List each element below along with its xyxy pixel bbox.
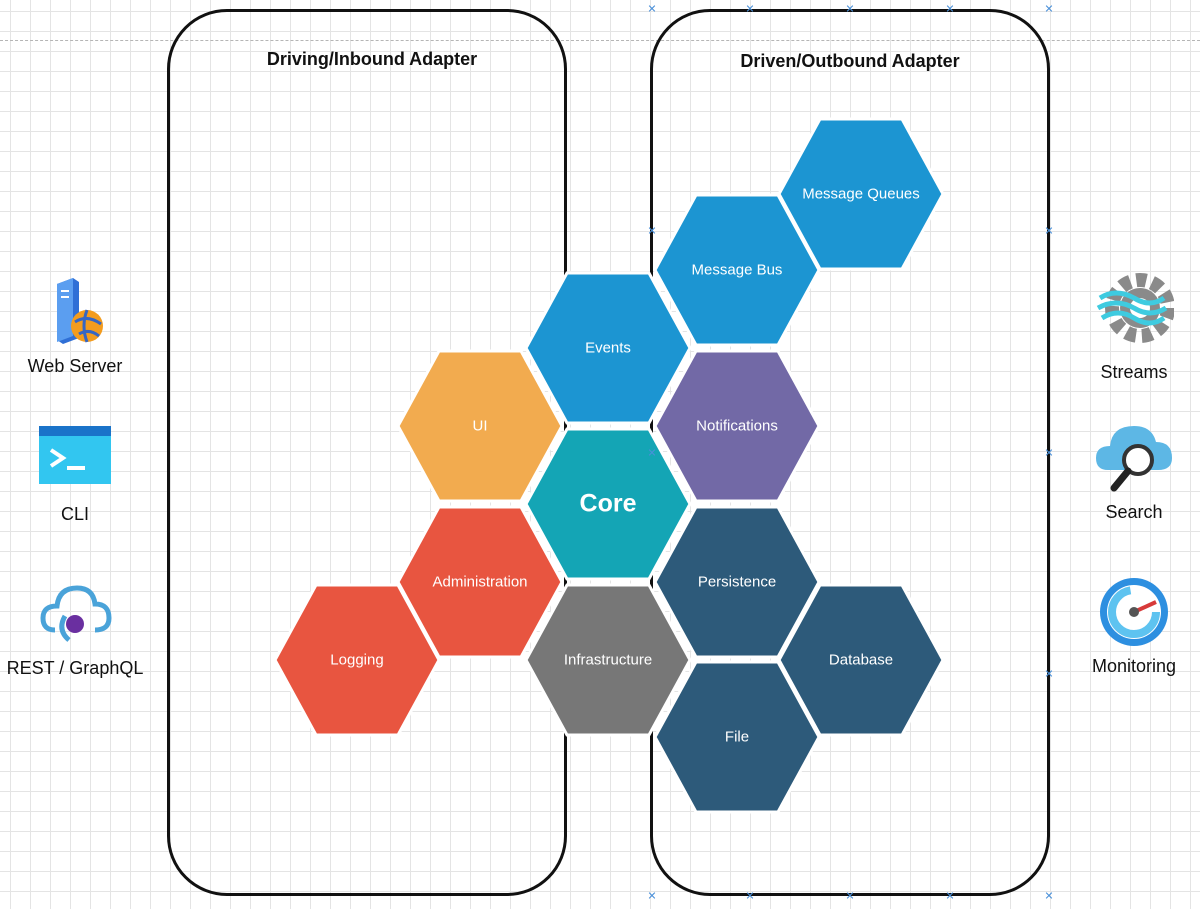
streams-item: Streams [1059,264,1200,383]
hexagon-label-notifications: Notifications [696,417,778,435]
hexagon-file [653,660,821,814]
monitoring-label: Monitoring [1091,656,1177,676]
cli-item: CLI [0,420,150,525]
driving-adapter-title: Driving/Inbound Adapter [266,49,478,69]
cli-label: CLI [60,504,89,524]
hexagon-logging [273,583,441,737]
selection-marker: ✕ [1044,447,1054,460]
hexagon-message-bus [653,193,821,347]
streams-gear-icon [1094,264,1175,344]
selection-marker: ✕ [1044,890,1054,903]
hexagon-label-persistence: Persistence [697,573,777,591]
web-server-icon [35,272,115,352]
search-item: Search [1059,418,1200,523]
selection-marker: ✕ [1044,3,1054,16]
hexagon-label-infrastructure: Infrastructure [563,651,653,669]
monitoring-item: Monitoring [1059,572,1200,677]
terminal-icon [35,420,115,500]
selection-marker: ✕ [647,225,657,238]
hexagon-label-ui: UI [472,417,488,435]
web-server-item: Web Server [0,272,150,377]
hexagon-ui [396,349,564,503]
gauge-icon [1094,572,1174,652]
selection-marker: ✕ [647,447,657,460]
hexagon-persistence [653,505,821,659]
hexagon-label-administration: Administration [432,573,528,591]
hexagon-events [524,271,692,425]
selection-marker: ✕ [945,3,955,16]
cloud-search-icon [1094,418,1174,498]
selection-marker: ✕ [745,890,755,903]
selection-marker: ✕ [1044,225,1054,238]
rest-graphql-label: REST / GraphQL [6,658,144,678]
web-server-label: Web Server [27,356,123,376]
hexagon-infrastructure [524,583,692,737]
rest-graphql-item: REST / GraphQL [0,574,150,679]
hexagon-label-events: Events [585,339,631,357]
cloud-api-icon [35,574,115,654]
hexagon-label-database: Database [828,651,894,669]
page-boundary-line [0,40,1200,41]
hexagon-label-logging: Logging [330,651,384,669]
selection-marker: ✕ [1044,668,1054,681]
selection-marker: ✕ [647,890,657,903]
hexagon-notifications [653,349,821,503]
hexagon-core [524,427,692,581]
selection-marker: ✕ [845,890,855,903]
search-label: Search [1105,502,1163,522]
hexagon-label-message-queues: Message Queues [802,185,920,203]
streams-label: Streams [1100,362,1168,382]
driven-adapter-title: Driven/Outbound Adapter [740,51,960,71]
hexagon-database [777,583,945,737]
selection-marker: ✕ [745,3,755,16]
hexagon-label-core: Core [579,489,637,518]
selection-marker: ✕ [647,3,657,16]
selection-marker: ✕ [945,890,955,903]
hexagon-label-message-bus: Message Bus [691,261,783,279]
selection-marker: ✕ [845,3,855,16]
hexagon-label-file: File [724,728,750,746]
